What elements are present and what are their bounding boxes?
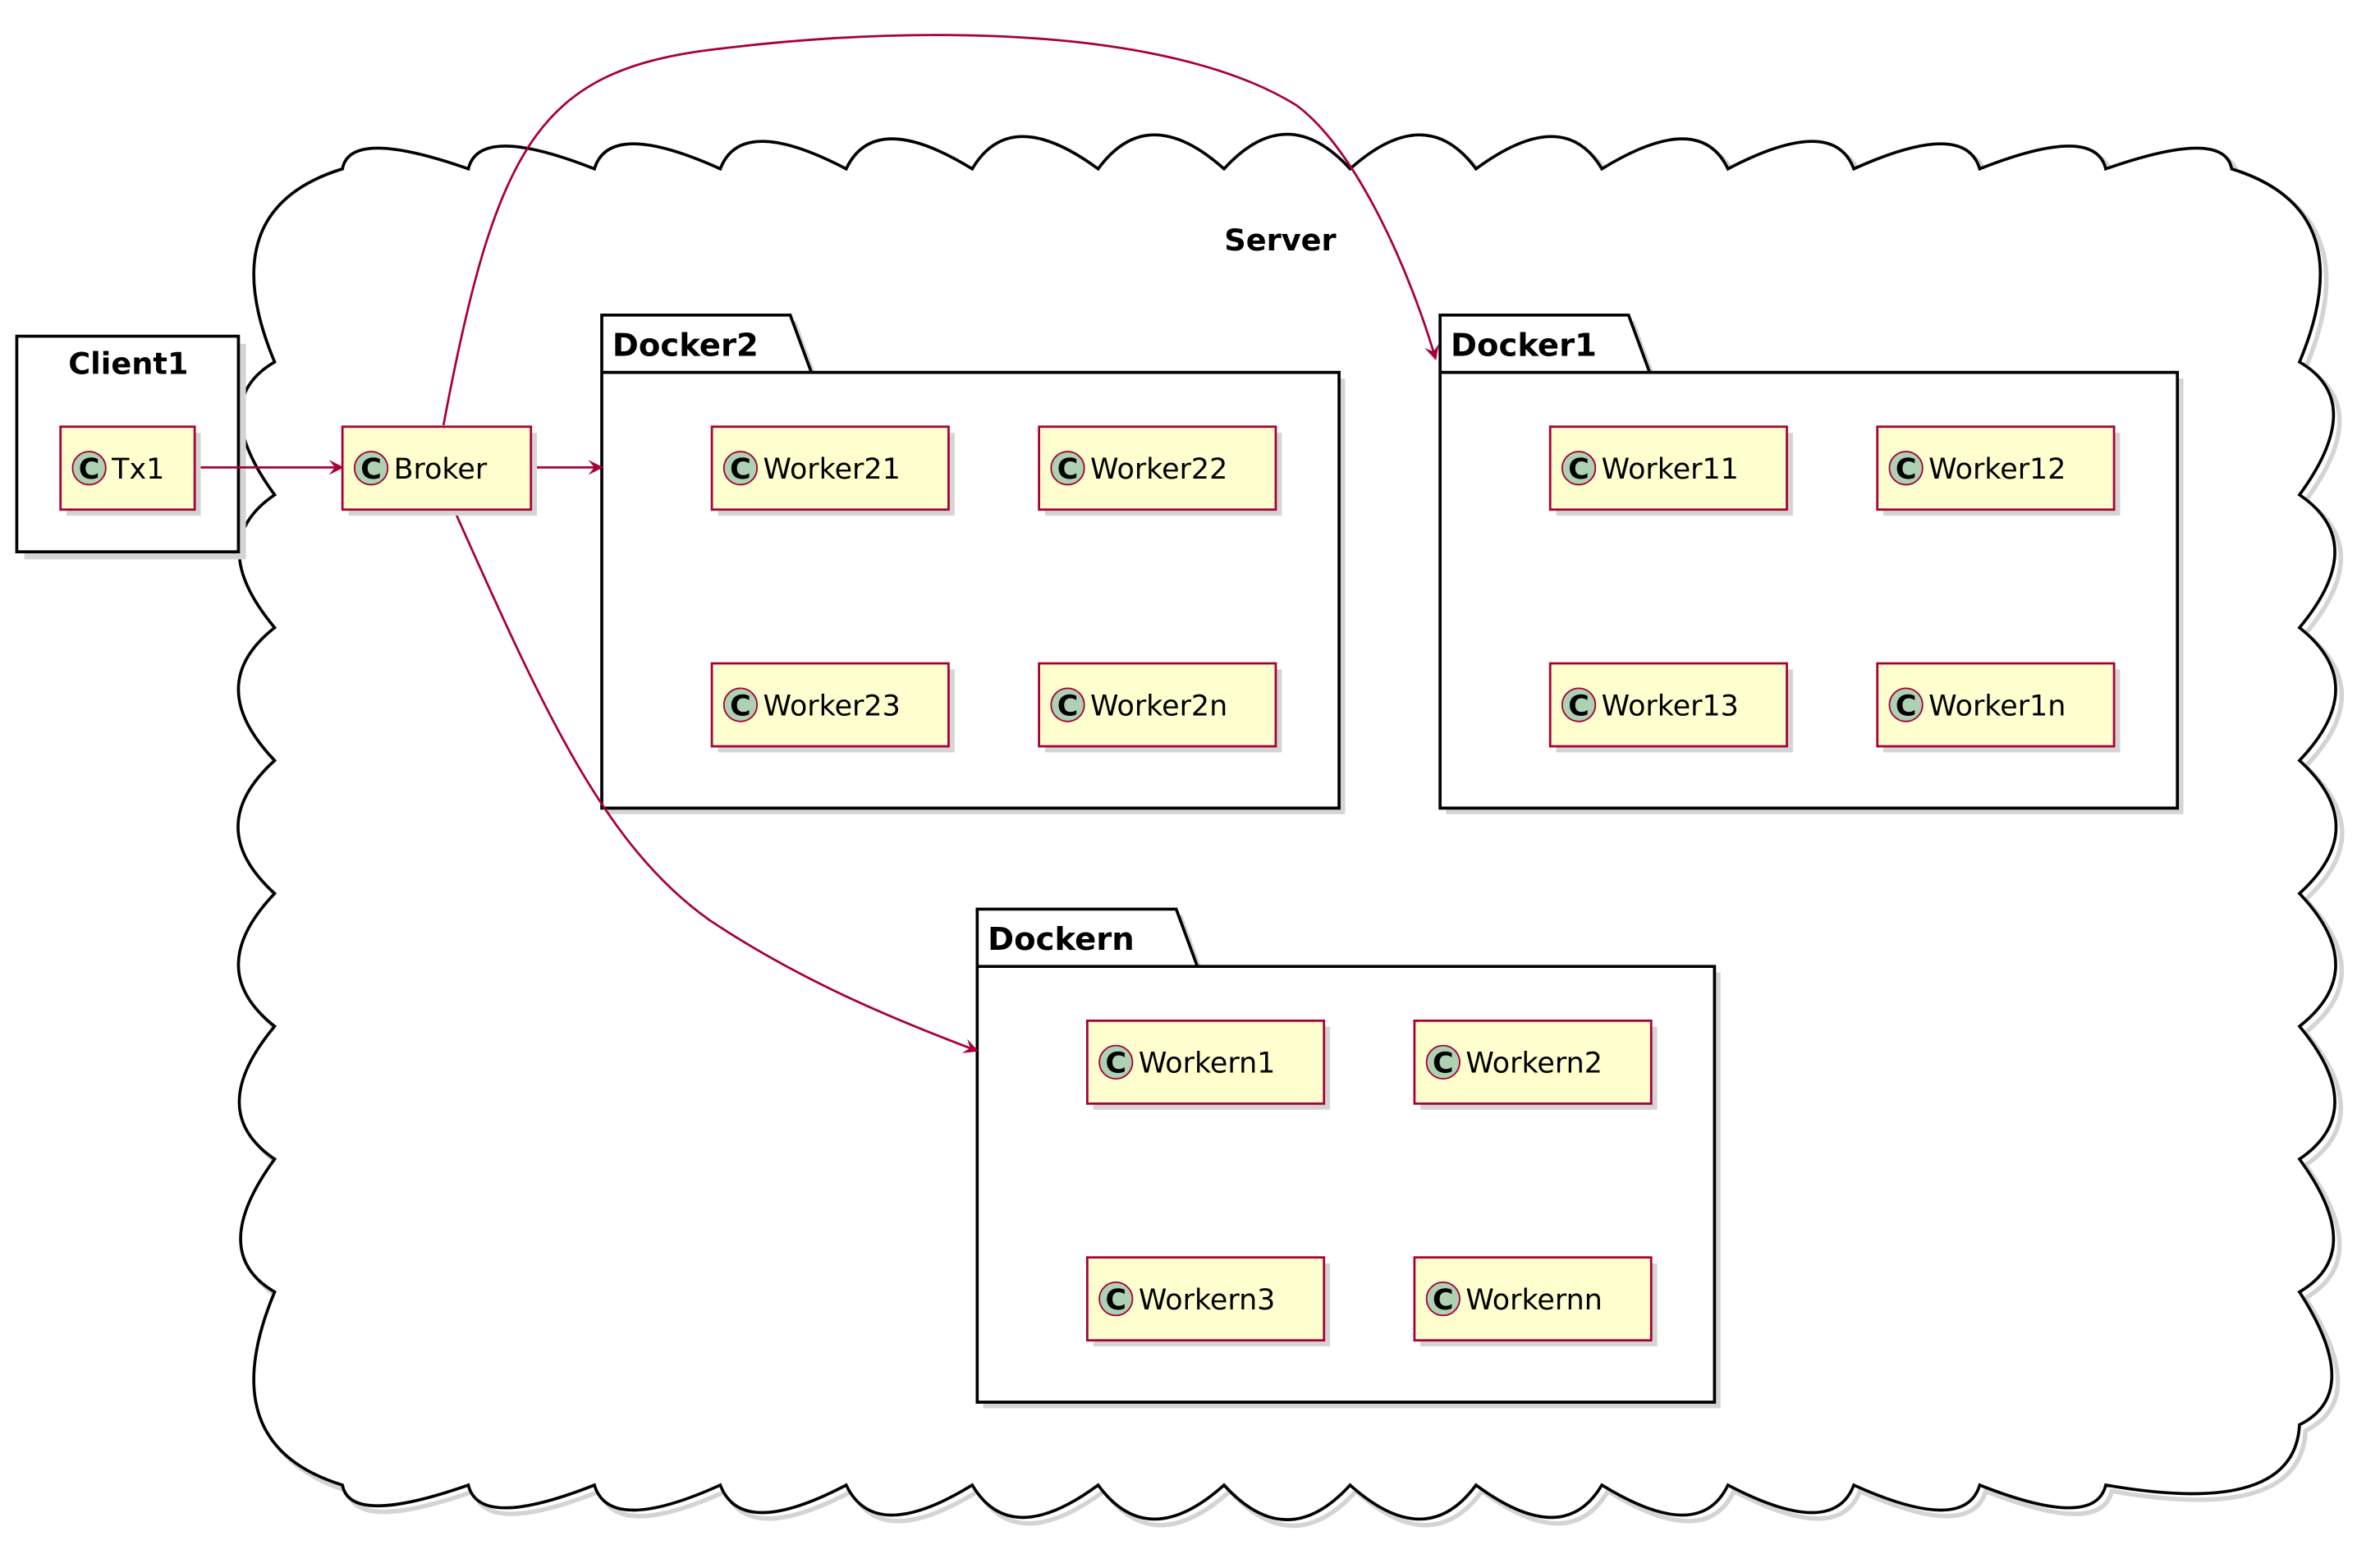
client1-label: Client1 bbox=[68, 346, 188, 381]
class-icon bbox=[722, 451, 759, 486]
class-icon bbox=[1425, 1281, 1461, 1317]
server-label: Server bbox=[1224, 222, 1336, 258]
class-worker1n-label: Worker1n bbox=[1928, 690, 2066, 722]
class-glyph: C bbox=[1568, 690, 1589, 722]
class-glyph: C bbox=[1105, 1048, 1126, 1080]
class-icon bbox=[1425, 1044, 1461, 1080]
class-worker11-label: Worker11 bbox=[1602, 453, 1739, 486]
class-icon bbox=[722, 687, 759, 722]
class-worker12[interactable]: C Worker12 bbox=[1876, 425, 2121, 516]
class-glyph: C bbox=[1568, 453, 1589, 486]
package-dockern-label: Dockern bbox=[988, 921, 1135, 958]
class-workern3[interactable]: C Workern3 bbox=[1086, 1256, 1331, 1347]
class-worker23[interactable]: C Worker23 bbox=[710, 662, 955, 753]
class-worker23-label: Worker23 bbox=[764, 690, 901, 722]
edge-broker-docker1 bbox=[442, 34, 1439, 426]
package-docker1-label: Docker1 bbox=[1451, 327, 1597, 364]
edges-layer bbox=[195, 34, 1439, 1053]
class-icon bbox=[1098, 1044, 1134, 1080]
class-worker22[interactable]: C Worker22 bbox=[1038, 425, 1282, 516]
class-icon bbox=[1098, 1281, 1134, 1317]
class-worker2n[interactable]: C Worker2n bbox=[1038, 662, 1282, 753]
class-glyph: C bbox=[1057, 453, 1079, 486]
class-worker21[interactable]: C Worker21 bbox=[710, 425, 955, 516]
class-icon bbox=[1561, 451, 1597, 486]
class-workern1[interactable]: C Workern1 bbox=[1086, 1019, 1331, 1110]
class-worker11[interactable]: C Worker11 bbox=[1548, 425, 1793, 516]
class-glyph: C bbox=[1433, 1048, 1454, 1080]
class-worker13[interactable]: C Worker13 bbox=[1548, 662, 1793, 753]
class-worker22-label: Worker22 bbox=[1090, 453, 1227, 486]
class-worker12-label: Worker12 bbox=[1928, 453, 2066, 486]
class-workernn[interactable]: C Workernn bbox=[1413, 1256, 1658, 1347]
class-worker21-label: Worker21 bbox=[764, 453, 901, 486]
class-icon bbox=[1050, 451, 1085, 486]
class-icon bbox=[1888, 687, 1924, 722]
class-workern3-label: Workern3 bbox=[1139, 1284, 1276, 1317]
class-glyph: C bbox=[1105, 1284, 1126, 1317]
package-docker2-label: Docker2 bbox=[612, 327, 759, 364]
class-glyph: C bbox=[1057, 690, 1079, 722]
class-glyph: C bbox=[1433, 1284, 1454, 1317]
class-glyph: C bbox=[1896, 690, 1917, 722]
class-worker2n-label: Worker2n bbox=[1090, 690, 1227, 722]
class-glyph: C bbox=[360, 453, 382, 486]
edge-broker-dockern bbox=[452, 509, 979, 1053]
class-workern2-label: Workern2 bbox=[1465, 1048, 1603, 1080]
class-worker13-label: Worker13 bbox=[1602, 690, 1739, 722]
class-broker-label: Broker bbox=[394, 453, 488, 486]
class-tx1-label: Tx1 bbox=[111, 453, 164, 486]
class-tx1[interactable]: C Tx1 bbox=[59, 425, 201, 516]
class-glyph: C bbox=[79, 453, 100, 486]
class-glyph: C bbox=[730, 690, 751, 722]
class-icon bbox=[1561, 687, 1597, 722]
class-workern2[interactable]: C Workern2 bbox=[1413, 1019, 1658, 1110]
class-workernn-label: Workernn bbox=[1465, 1284, 1602, 1317]
class-worker1n[interactable]: C Worker1n bbox=[1876, 662, 2121, 753]
class-broker[interactable]: C Broker bbox=[341, 425, 538, 516]
class-glyph: C bbox=[730, 453, 751, 486]
class-icon bbox=[353, 451, 389, 486]
class-icon bbox=[1050, 687, 1085, 722]
class-icon bbox=[71, 451, 107, 486]
class-workern1-label: Workern1 bbox=[1139, 1048, 1276, 1080]
class-icon bbox=[1888, 451, 1924, 486]
class-glyph: C bbox=[1896, 453, 1917, 486]
